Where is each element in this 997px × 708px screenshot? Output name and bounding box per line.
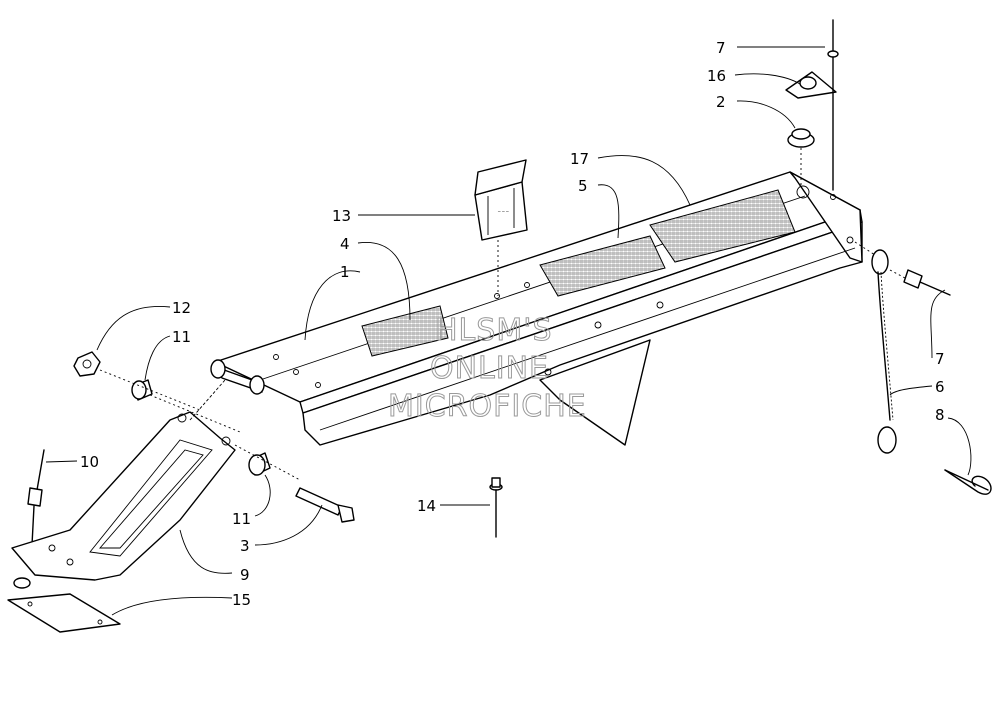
retainer-part-16 <box>785 71 837 99</box>
callout-14: 14 <box>417 497 436 515</box>
decal-part-5 <box>539 235 666 297</box>
callout-15: 15 <box>232 591 251 609</box>
callout-9: 9 <box>240 566 250 584</box>
callout-6: 6 <box>935 378 945 396</box>
watermark-line-3: MICROFICHE <box>388 389 587 424</box>
rivet-part-7-top <box>827 19 839 191</box>
callout-2: 2 <box>716 93 726 111</box>
callout-16: 16 <box>707 67 726 85</box>
grommet-part-2 <box>787 128 815 148</box>
decal-part-17 <box>649 189 796 263</box>
callout-12: 12 <box>172 299 191 317</box>
tray-holes <box>273 185 854 388</box>
watermark-line-1: HLSM'S <box>435 313 553 348</box>
assembly-guide-lines <box>99 148 906 481</box>
washer-below-bracket <box>13 577 31 589</box>
callout-5: 5 <box>578 177 588 195</box>
pin-part-7-side <box>903 269 951 296</box>
callout-1: 1 <box>340 263 350 281</box>
rivet-part-10 <box>27 449 45 546</box>
nut-part-12 <box>73 351 101 377</box>
svg-text:_ _ _: _ _ _ <box>497 206 509 212</box>
callout-7-side: 7 <box>935 350 945 368</box>
bushing-part-11-lower <box>248 452 271 476</box>
callout-13: 13 <box>332 207 351 225</box>
callout-3: 3 <box>240 537 250 555</box>
plate-part-15 <box>7 593 121 633</box>
cable-part-6 <box>871 249 897 454</box>
clip-part-13: _ _ _ <box>474 159 528 241</box>
callout-11-upper: 11 <box>172 328 191 346</box>
bushing-part-11-upper <box>131 379 153 401</box>
leader-lines <box>45 46 972 616</box>
hair-pin-part-8 <box>944 469 992 495</box>
callout-7-top: 7 <box>716 39 726 57</box>
callout-8: 8 <box>935 406 945 424</box>
bracket-part-9 <box>11 379 236 581</box>
main-tray-part <box>210 171 863 446</box>
watermark: HLSM'S ONLINE MICROFICHE <box>388 313 587 425</box>
rivet-part-14 <box>489 477 503 538</box>
callout-11-lower: 11 <box>232 510 251 528</box>
tray-rod <box>210 359 265 395</box>
watermark-line-2: ONLINE <box>430 351 549 386</box>
callout-labels: 7 16 2 17 5 13 4 1 12 11 10 11 3 9 15 14… <box>80 39 945 609</box>
callout-17: 17 <box>570 150 589 168</box>
bolt-part-3 <box>295 487 355 523</box>
callout-4: 4 <box>340 235 350 253</box>
decal-part-4 <box>361 305 449 357</box>
callout-10: 10 <box>80 453 99 471</box>
